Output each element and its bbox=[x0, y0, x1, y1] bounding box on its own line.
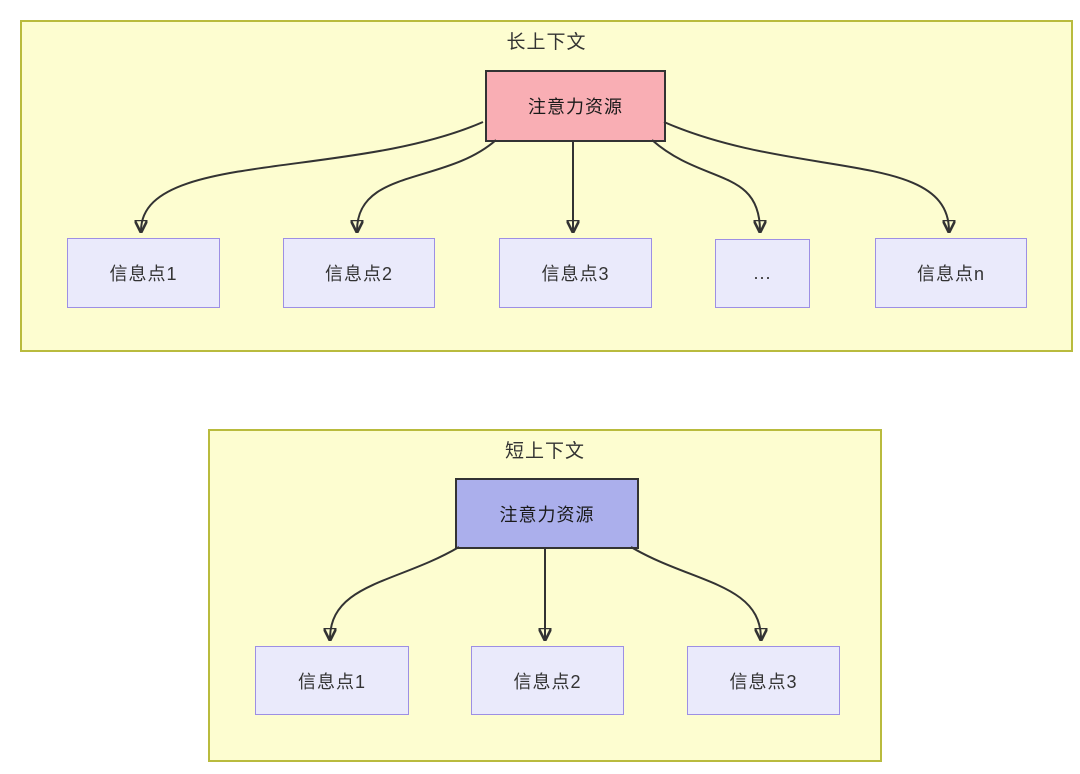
long-info-node-2-label: 信息点2 bbox=[324, 264, 393, 284]
short-context-title: 短上下文 bbox=[504, 441, 585, 462]
long-info-node-ellipsis-label: ... bbox=[753, 263, 772, 283]
short-context-container: 短上下文 注意力资源 信息点1 信息点2 信息点3 bbox=[208, 429, 882, 762]
long-info-node-3-label: 信息点3 bbox=[541, 264, 610, 284]
short-attention-box: 注意力资源 bbox=[455, 478, 639, 549]
long-attention-label: 注意力资源 bbox=[528, 97, 623, 117]
short-info-node-1: 信息点1 bbox=[255, 646, 409, 715]
long-attention-box: 注意力资源 bbox=[485, 70, 666, 142]
long-info-node-2: 信息点2 bbox=[283, 238, 435, 308]
short-info-node-1-label: 信息点1 bbox=[297, 671, 366, 692]
short-info-node-3: 信息点3 bbox=[687, 646, 840, 715]
long-info-node-3: 信息点3 bbox=[499, 238, 652, 308]
long-info-node-1-label: 信息点1 bbox=[109, 264, 178, 284]
short-attention-label: 注意力资源 bbox=[499, 504, 595, 525]
long-info-node-n: 信息点n bbox=[875, 238, 1027, 308]
short-info-node-2: 信息点2 bbox=[471, 646, 624, 715]
long-info-node-ellipsis: ... bbox=[715, 239, 810, 308]
long-context-container: 长上下文 注意力资源 信息点1 信息点2 信息点3 ... 信息点n bbox=[20, 20, 1073, 352]
short-info-node-3-label: 信息点3 bbox=[729, 671, 798, 692]
long-context-title: 长上下文 bbox=[506, 32, 587, 53]
short-info-node-2-label: 信息点2 bbox=[513, 671, 582, 692]
long-info-node-1: 信息点1 bbox=[67, 238, 220, 308]
long-info-node-n-label: 信息点n bbox=[916, 264, 985, 284]
